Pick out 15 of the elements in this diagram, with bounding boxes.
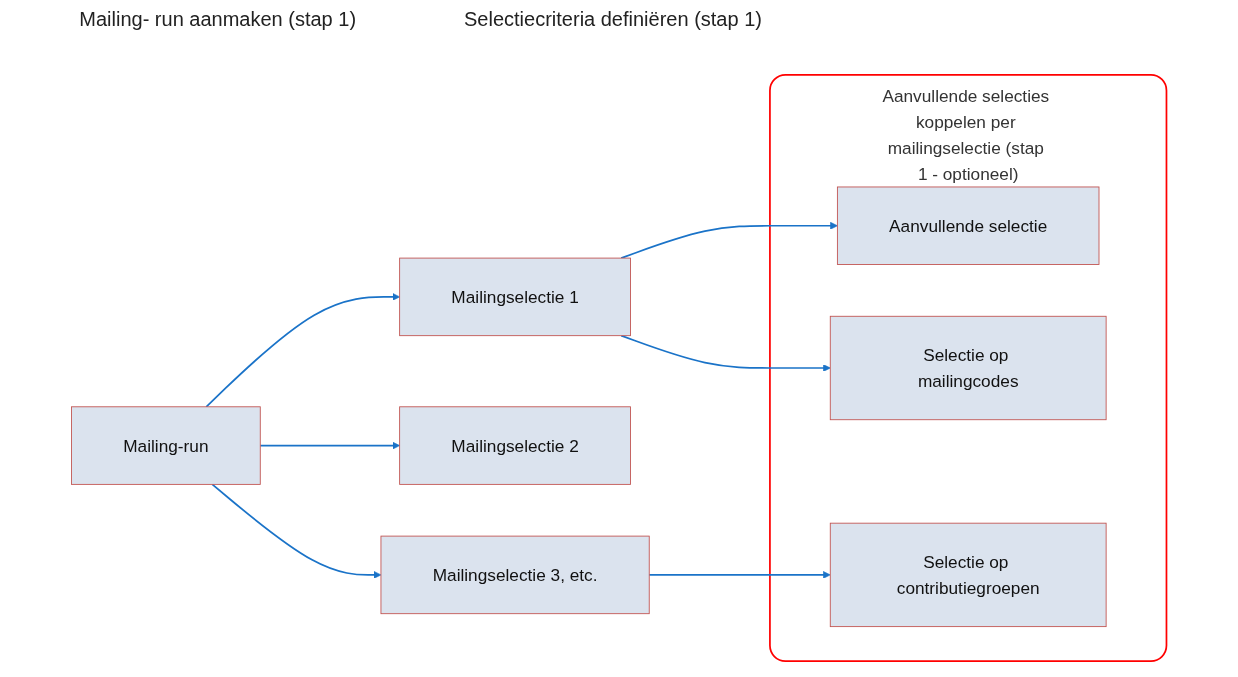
arrow (620, 334, 831, 372)
node-box: Mailingselectie 3, etc. (380, 535, 650, 615)
node-box: Selectie op mailingcodes (829, 315, 1107, 421)
column-heading: Mailing- run aanmaken (stap 1) (78, 8, 358, 32)
arrow (205, 293, 400, 408)
node-box: Selectie op contributiegroepen (829, 522, 1107, 628)
node-box: Mailing-run (71, 406, 261, 485)
node-box: Mailingselectie 1 (399, 257, 631, 337)
column-heading: Selectiecriteria definiëren (stap 1) (463, 8, 763, 32)
arrow (259, 441, 400, 450)
node-box: Aanvullende selectie (836, 186, 1100, 265)
arrow (648, 571, 831, 579)
arrow (211, 483, 382, 579)
arrow (620, 221, 838, 259)
node-box: Mailingselectie 2 (399, 406, 631, 485)
